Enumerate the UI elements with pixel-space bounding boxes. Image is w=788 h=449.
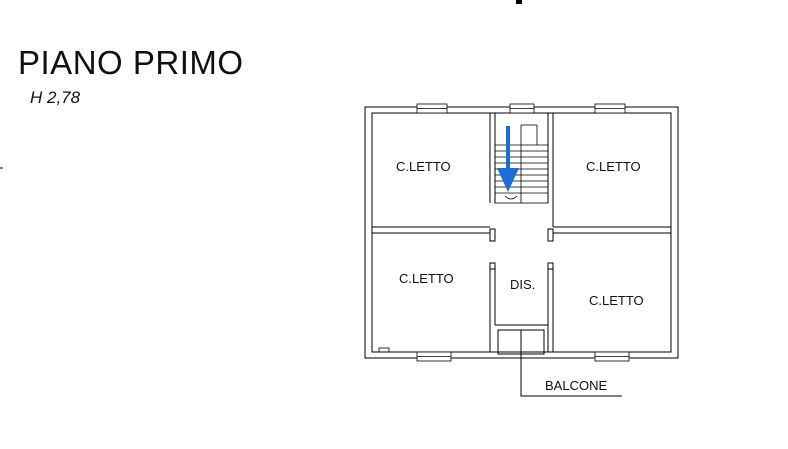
door-stub: [489, 262, 496, 270]
room-label-bottom-left: C.LETTO: [399, 271, 454, 286]
room-top-right-walls: [547, 113, 671, 234]
window-bottom-left: [416, 351, 452, 362]
floor-title: PIANO PRIMO: [18, 44, 244, 81]
room-bottom-right-walls: [547, 263, 554, 352]
room-bottom-left-walls: [489, 263, 496, 352]
window-top-stair: [509, 103, 535, 114]
window-top-right: [594, 103, 626, 114]
balcony-label: BALCONE: [545, 378, 607, 393]
room-label-bottom-right: C.LETTO: [589, 293, 644, 308]
window-bottom-right: [594, 351, 630, 362]
room-label-top-right: C.LETTO: [586, 159, 641, 174]
room-label-top-left: C.LETTO: [396, 159, 451, 174]
radiator-marker: [378, 347, 390, 353]
staircase: [494, 112, 549, 204]
window-top-left: [416, 103, 448, 114]
north-mark: [516, 0, 522, 4]
door-stub: [547, 228, 554, 242]
balcony-leader-line: [520, 330, 622, 397]
door-stub: [547, 262, 554, 270]
room-label-corridor: DIS.: [510, 277, 535, 292]
windows: [416, 103, 630, 362]
door-stub: [489, 228, 496, 242]
stair-direction-arrow: [497, 126, 519, 192]
ceiling-height-label: H 2,78: [30, 88, 81, 107]
room-top-left-walls: [372, 113, 496, 234]
